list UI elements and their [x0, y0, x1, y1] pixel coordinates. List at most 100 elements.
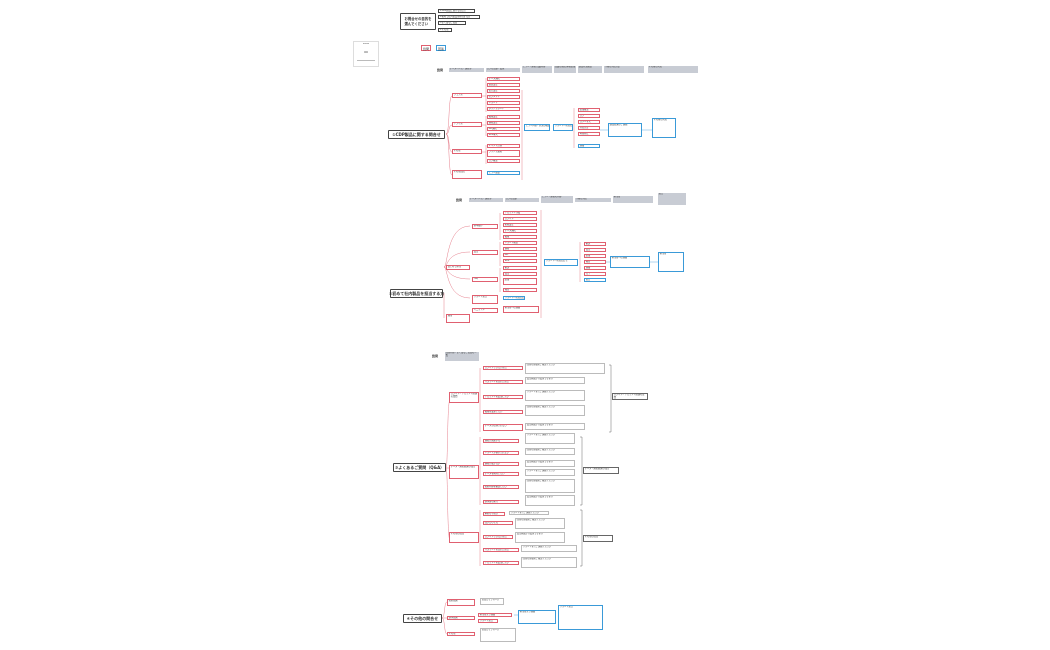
- s1-right-3[interactable]: ステータス: [578, 120, 600, 124]
- s4-note-2[interactable]: 担当者より連絡: [518, 610, 556, 624]
- s3-q-10[interactable]: 契約内容を確認したい: [483, 485, 519, 489]
- s2-note-1[interactable]: サポートへのお問合せ: [544, 259, 578, 266]
- s2-item-9[interactable]: SDK: [503, 259, 537, 263]
- s1-item-14[interactable]: エラー調査: [487, 171, 520, 175]
- intro-option-1[interactable]: ①CDP製品に関する問合せ: [438, 9, 475, 13]
- s3-q-11[interactable]: 請求書の発行: [483, 500, 519, 504]
- badge-question[interactable]: 質問: [421, 45, 431, 51]
- s2-item-2[interactable]: ログイン: [503, 217, 537, 221]
- s3-group-3[interactable]: その他の質問: [449, 532, 479, 543]
- s2-group-start[interactable]: はじめて担当: [446, 265, 470, 270]
- s2-item-15[interactable]: 担当者への連絡: [503, 306, 539, 313]
- s2-right-4[interactable]: 報告: [584, 260, 606, 264]
- s1-group-other[interactable]: その他: [452, 149, 482, 154]
- s4-root[interactable]: ④その他の問合せ: [403, 614, 442, 623]
- s1-item-1[interactable]: データ連携: [487, 77, 520, 81]
- s2-item-14[interactable]: サポートへのお問合せ: [503, 296, 525, 300]
- s2-item-3[interactable]: 初期設定: [503, 223, 537, 227]
- s4-note-3[interactable]: サポート窓口: [558, 605, 603, 630]
- s3-q-6[interactable]: 連携が失敗する: [483, 439, 519, 443]
- s1-item-8[interactable]: 通知設定: [487, 121, 520, 125]
- s1-note-3[interactable]: 調査結果のご連絡: [608, 123, 642, 137]
- s1-group-app[interactable]: アプリ系: [452, 122, 482, 127]
- s2-right-3[interactable]: 結果: [584, 254, 606, 258]
- s2-item-8[interactable]: API: [503, 253, 537, 257]
- s1-right-5[interactable]: 再発防止: [578, 132, 600, 136]
- s3-q-9[interactable]: データを削除したい: [483, 472, 519, 476]
- s2-sub-5[interactable]: マニュアル: [472, 308, 498, 313]
- s1-item-9[interactable]: API連携: [487, 127, 520, 131]
- s2-item-10[interactable]: 確認: [503, 266, 537, 270]
- s2-item-13[interactable]: 報告: [503, 288, 537, 292]
- s1-group-web[interactable]: ウェブ系: [452, 93, 482, 98]
- s2-item-11[interactable]: 設定: [503, 272, 537, 276]
- s2-item-1[interactable]: アカウント作成: [503, 211, 537, 215]
- s2-sub-1[interactable]: 基本操作: [472, 224, 498, 229]
- s4-item-3[interactable]: その他: [447, 632, 475, 636]
- s4-sub-1[interactable]: 担当者より連絡: [478, 613, 512, 617]
- s1-item-13[interactable]: ログ確認: [487, 159, 520, 163]
- s2-result-card[interactable]: 担当者: [658, 252, 684, 272]
- badge-answer[interactable]: 回答: [436, 45, 446, 51]
- s2-note-2[interactable]: 担当者への連絡: [610, 256, 650, 268]
- s2-item-6[interactable]: レポート確認: [503, 241, 537, 245]
- s3-q-5[interactable]: データが反映されない: [483, 424, 523, 431]
- s1-note-2[interactable]: サポートへのお問合せ: [553, 124, 573, 131]
- s1-note-1[interactable]: エラー内容・状況の確認: [524, 124, 550, 131]
- s1-item-3[interactable]: 出力設定: [487, 89, 520, 93]
- s1-group-extra[interactable]: その他質問: [452, 170, 482, 179]
- s2-right-7[interactable]: 窓口: [584, 278, 606, 282]
- s1-item-5[interactable]: レポート: [487, 101, 520, 105]
- s2-right-2[interactable]: 設定: [584, 248, 606, 252]
- s3-q-14[interactable]: ログインできない場合: [483, 535, 513, 539]
- s3-group-2[interactable]: データ・連携関連の質問: [449, 465, 479, 479]
- s1-item-6[interactable]: ダッシュボード: [487, 107, 520, 111]
- s1-header-5: 問題の原因 解析結果: [554, 66, 576, 73]
- intro-option-3[interactable]: ③よくあるご質問: [438, 21, 466, 25]
- s4-item-1[interactable]: 契約関連: [447, 599, 475, 606]
- s1-item-7[interactable]: 権限設定: [487, 115, 520, 119]
- s1-item-2[interactable]: 取込設定: [487, 83, 520, 87]
- s3-q-12[interactable]: 解約の手続き: [483, 512, 505, 516]
- s4-item-2[interactable]: 請求関連: [447, 616, 475, 620]
- s4-note-4: お問合せフォーム: [480, 628, 516, 642]
- s3-q-16[interactable]: アカウントを追加したい: [483, 561, 519, 565]
- s2-sub-4[interactable]: サポート窓口: [472, 295, 498, 304]
- s1-right-4[interactable]: 対応方針: [578, 126, 600, 130]
- s1-header-2: データベース・連携等: [449, 68, 484, 72]
- s3-q-2[interactable]: パスワードを忘れた場合: [483, 380, 523, 384]
- s1-result-card[interactable]: その後の対応: [652, 118, 676, 138]
- s1-right-2[interactable]: ログ: [578, 114, 600, 118]
- s2-group-ops[interactable]: 運用: [446, 314, 470, 323]
- s2-right-6[interactable]: 完了: [584, 272, 606, 276]
- s3-q-3[interactable]: アカウントを追加したい: [483, 395, 523, 399]
- s2-item-5[interactable]: 権限: [503, 235, 537, 239]
- s2-root[interactable]: ②初めて社内製品を担当する方: [389, 289, 444, 298]
- s2-sub-3[interactable]: FAQ: [472, 277, 498, 282]
- s1-item-10[interactable]: SDK導入: [487, 133, 520, 137]
- s1-root[interactable]: ①CDP製品に関する問合せ: [388, 130, 445, 139]
- s2-sub-2[interactable]: 設定: [472, 250, 498, 255]
- s3-q-4[interactable]: 権限を変更したい: [483, 410, 523, 414]
- s3-q-13[interactable]: 問い合わせ先: [483, 521, 513, 525]
- s3-q-15[interactable]: パスワードを忘れた場合: [483, 548, 519, 552]
- s2-item-7[interactable]: 通知: [503, 247, 537, 251]
- s3-q-7[interactable]: レポートが表示されない: [483, 451, 519, 455]
- s1-item-12[interactable]: プッシュ通知: [487, 150, 520, 157]
- s2-item-4[interactable]: データ連携: [503, 229, 537, 233]
- s3-root[interactable]: ③よくあるご質問（Q&A）: [393, 463, 446, 472]
- s3-q-8[interactable]: 通知が届かない: [483, 462, 519, 466]
- s2-right-1[interactable]: 確認: [584, 242, 606, 246]
- intro-option-2[interactable]: ②初めて社内製品を担当する方: [438, 15, 480, 19]
- s1-right-1[interactable]: 結果確認: [578, 108, 600, 112]
- s2-item-12[interactable]: 結果: [503, 278, 537, 285]
- s2-right-5[interactable]: 連絡: [584, 266, 606, 270]
- s1-right-6[interactable]: 連絡: [578, 144, 600, 148]
- intro-option-4[interactable]: ④その他: [438, 28, 452, 32]
- s3-q-1[interactable]: ログインできない場合: [483, 366, 523, 370]
- s1-item-4[interactable]: セグメント: [487, 95, 520, 99]
- s1-item-11[interactable]: イベント計測: [487, 144, 520, 148]
- s3-group-1[interactable]: ログイン・アカウント関連の質問: [449, 392, 479, 403]
- s3-summary-1: ログイン・アカウント関連の質問: [612, 393, 648, 400]
- s4-sub-2[interactable]: サポート窓口: [478, 619, 498, 623]
